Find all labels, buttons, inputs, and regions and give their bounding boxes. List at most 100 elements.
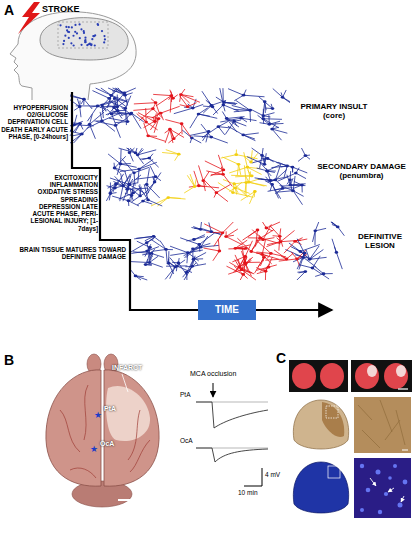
neurite xyxy=(220,118,241,122)
tissue-photos xyxy=(326,406,338,418)
neurite xyxy=(312,256,320,268)
neurite xyxy=(336,252,342,269)
neuron-soma xyxy=(109,94,113,97)
tissue-photos xyxy=(393,464,397,468)
dc-traces xyxy=(196,402,268,428)
tissue-photos xyxy=(398,388,408,389)
ischemic-dot xyxy=(91,38,93,40)
neurite xyxy=(266,257,273,271)
neuron-soma xyxy=(231,191,235,194)
neurite xyxy=(213,105,223,115)
neurite xyxy=(166,249,167,262)
neurite xyxy=(199,108,208,114)
brain-photo xyxy=(60,385,150,478)
neurite xyxy=(145,247,150,256)
neuron-soma xyxy=(285,165,289,168)
neurite xyxy=(133,252,152,254)
neurite xyxy=(74,115,77,125)
neuron-soma xyxy=(262,114,266,117)
electrode-star: ★ xyxy=(94,410,102,420)
neurite xyxy=(186,244,199,257)
neurite xyxy=(96,88,112,95)
neuron-soma xyxy=(221,231,225,234)
ischemic-dot xyxy=(84,37,86,39)
neurite xyxy=(299,253,305,269)
neurite xyxy=(101,88,111,95)
neurite xyxy=(284,166,287,177)
neuron-soma xyxy=(221,173,225,176)
neuron-soma xyxy=(240,268,244,271)
neuron-soma xyxy=(267,266,271,269)
neuron-band: DEFINITIVE LESION xyxy=(130,222,345,280)
neuron-soma xyxy=(146,199,150,202)
brain-photo xyxy=(104,370,159,486)
neurite xyxy=(228,248,246,250)
neurite xyxy=(297,253,304,269)
neurite xyxy=(247,157,264,165)
neuron-band-art xyxy=(70,88,290,143)
neurite xyxy=(184,187,194,193)
ischemic-dot xyxy=(67,31,69,33)
neurite xyxy=(234,182,249,184)
ischemic-dot xyxy=(97,24,99,26)
neuron-soma xyxy=(293,240,297,243)
neuron-soma xyxy=(201,179,205,182)
tissue-photos xyxy=(366,488,371,493)
neurite xyxy=(156,103,160,113)
neurite xyxy=(125,88,136,93)
ischemic-dot xyxy=(93,35,95,37)
neuron-soma xyxy=(308,258,312,261)
neurite xyxy=(174,108,193,114)
neuron-soma xyxy=(322,272,326,275)
neurite xyxy=(123,174,130,186)
neuron-soma xyxy=(113,97,117,100)
neuron-soma xyxy=(237,266,241,269)
neurite xyxy=(136,236,153,238)
head-silhouette xyxy=(10,12,136,100)
neuron-band: SECONDARY DAMAGE (penumbra) xyxy=(100,148,310,206)
neurite xyxy=(160,240,166,249)
neurite xyxy=(116,125,121,137)
neurite xyxy=(122,159,134,173)
neurite xyxy=(249,182,267,186)
time-box: TIME xyxy=(198,300,256,320)
neurite xyxy=(109,184,116,193)
neuron-soma xyxy=(304,270,308,273)
neurite xyxy=(151,239,166,249)
neurite xyxy=(255,178,271,180)
ischemic-dot xyxy=(80,28,82,30)
neurite xyxy=(229,262,241,269)
ischemic-dot xyxy=(101,30,103,32)
neurite xyxy=(272,185,278,199)
neuron-soma xyxy=(114,124,118,127)
neuron-soma xyxy=(129,113,133,116)
neuron-soma xyxy=(234,153,238,156)
neuron-soma xyxy=(159,112,163,115)
tissue-photos xyxy=(355,363,379,389)
ischemic-dot xyxy=(79,37,81,39)
neurite xyxy=(170,253,188,256)
neuron-soma xyxy=(218,250,222,253)
ischemic-dot xyxy=(68,26,70,28)
neurite xyxy=(261,238,281,244)
neurite xyxy=(201,245,219,247)
neuron-soma xyxy=(134,275,138,278)
neurite xyxy=(223,105,239,111)
neuron-soma xyxy=(199,246,203,249)
neuron-soma xyxy=(153,181,157,184)
neuron-soma xyxy=(131,192,135,195)
neurite xyxy=(121,174,123,186)
neurite xyxy=(297,239,304,254)
neuron-soma xyxy=(107,97,111,100)
neuron-soma xyxy=(281,96,285,99)
neurite xyxy=(98,101,110,106)
neurite xyxy=(156,96,171,106)
neuron-soma xyxy=(154,175,158,178)
ischemic-dot xyxy=(63,40,65,42)
neurite xyxy=(262,239,266,255)
tissue-photos xyxy=(384,363,408,389)
neuron-soma xyxy=(151,107,155,110)
neurite xyxy=(272,129,281,140)
neurite xyxy=(218,155,223,170)
